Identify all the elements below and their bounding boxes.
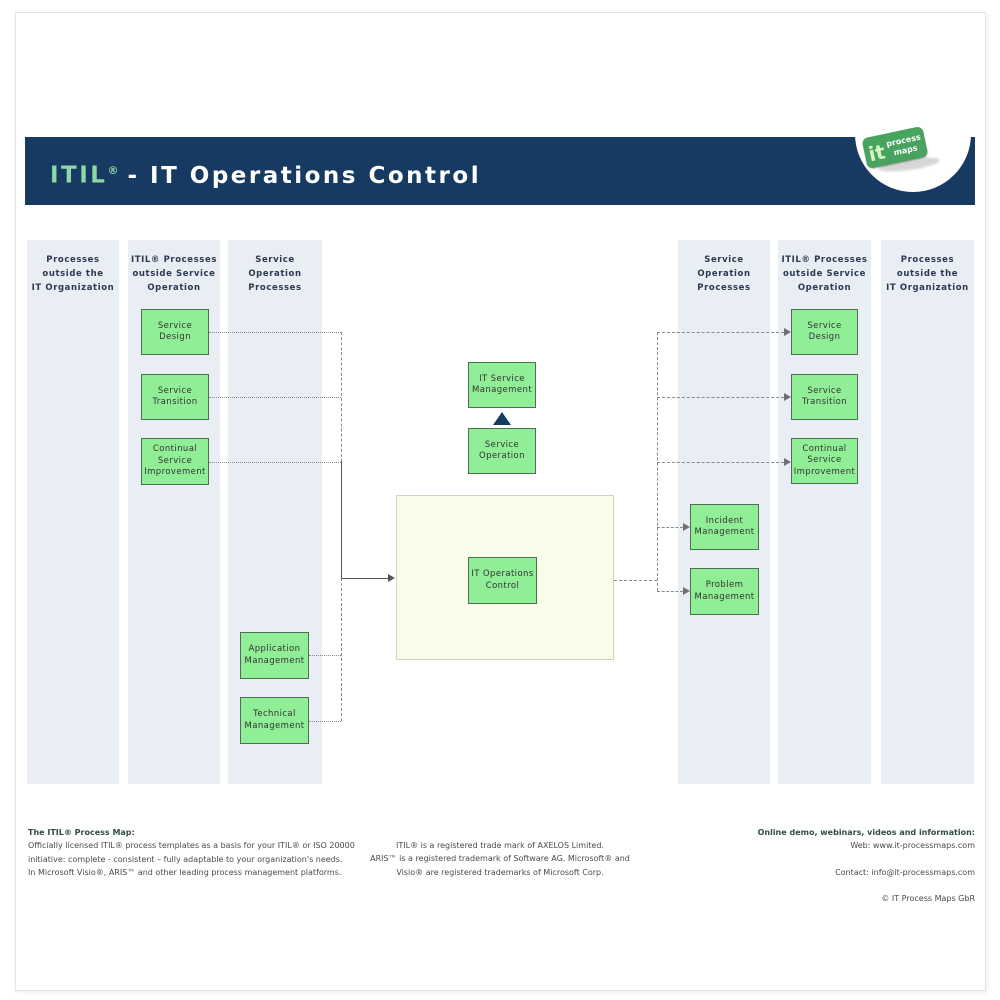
connector-csi-left: [209, 462, 341, 463]
lane-left-outside-it-org: Processes outside the IT Organization: [27, 240, 119, 784]
title-registered-mark: ®: [107, 164, 119, 177]
arrowhead-problem-mgmt: [683, 587, 690, 595]
node-it-operations-control[interactable]: IT Operations Control: [468, 557, 537, 604]
footer-right-contact: Contact: info@it-processmaps.com: [835, 867, 975, 877]
node-problem-management[interactable]: Problem Management: [690, 568, 759, 615]
connector-technical-mgmt: [309, 721, 341, 722]
lane-right-outside-it-org: Processes outside the IT Organization: [881, 240, 974, 784]
footer-center-body: ITIL® is a registered trade mark of AXEL…: [370, 841, 630, 877]
connector-problem-mgmt: [657, 591, 683, 592]
connector-service-transition-right: [657, 397, 784, 398]
logo-it-text: it: [866, 139, 888, 167]
node-incident-management[interactable]: Incident Management: [690, 504, 759, 550]
hierarchy-triangle-icon: [493, 412, 511, 425]
node-service-design-left[interactable]: Service Design: [141, 309, 209, 355]
footer-right-web: Web: www.it-processmaps.com: [850, 841, 975, 851]
connector-incident-mgmt: [657, 527, 683, 528]
node-csi-left[interactable]: Continual Service Improvement: [141, 438, 209, 485]
footer-right-copyright: © IT Process Maps GbR: [881, 894, 975, 904]
footer-left: The ITIL® Process Map: Officially licens…: [28, 813, 408, 892]
node-csi-right[interactable]: Continual Service Improvement: [791, 438, 858, 484]
node-technical-management[interactable]: Technical Management: [240, 697, 309, 744]
footer-right: Online demo, webinars, videos and inform…: [655, 813, 975, 919]
logo-process-maps-text: process maps: [885, 132, 922, 157]
arrowhead-service-transition-right: [784, 393, 791, 401]
lane-header: Service Operation Processes: [697, 255, 751, 294]
lane-header: Service Operation Processes: [248, 255, 302, 294]
page-title: ITIL® - IT Operations Control: [50, 137, 481, 205]
lane-header: ITIL® Processes outside Service Operatio…: [130, 255, 217, 294]
connector-service-transition-left: [209, 397, 341, 398]
node-it-service-management[interactable]: IT Service Management: [468, 362, 536, 408]
footer-right-heading: Online demo, webinars, videos and inform…: [757, 828, 975, 838]
connector-into-focus: [341, 578, 389, 579]
footer-left-heading: The ITIL® Process Map:: [28, 828, 135, 838]
lane-left-so-processes: Service Operation Processes: [228, 240, 322, 784]
connector-out-of-focus: [614, 580, 657, 581]
lane-header: Processes outside the IT Organization: [31, 255, 115, 294]
lane-header: ITIL® Processes outside Service Operatio…: [781, 255, 868, 294]
lane-header: Processes outside the IT Organization: [886, 255, 969, 294]
connector-service-design-left: [209, 332, 341, 333]
arrowhead-service-design-right: [784, 328, 791, 336]
arrowhead-into-focus: [388, 574, 395, 582]
arrowhead-incident-mgmt: [683, 523, 690, 531]
title-itil: ITIL: [50, 162, 108, 189]
connector-left-trunk-lower: [341, 578, 342, 721]
arrowhead-csi-right: [784, 458, 791, 466]
node-service-transition-right[interactable]: Service Transition: [791, 374, 858, 420]
connector-right-trunk: [657, 332, 658, 591]
node-application-management[interactable]: Application Management: [240, 632, 309, 679]
node-service-transition-left[interactable]: Service Transition: [141, 374, 209, 420]
connector-application-mgmt: [309, 655, 341, 656]
connector-left-trunk-solid: [341, 461, 342, 579]
footer-left-body: Officially licensed ITIL® process templa…: [28, 841, 355, 877]
node-service-design-right[interactable]: Service Design: [791, 309, 858, 355]
connector-left-trunk-upper: [341, 332, 342, 462]
title-rest: - IT Operations Control: [127, 162, 482, 189]
connector-service-design-right: [657, 332, 784, 333]
node-service-operation[interactable]: Service Operation: [468, 428, 536, 474]
footer-center: ITIL® is a registered trade mark of AXEL…: [320, 826, 680, 892]
header-bar: ITIL® - IT Operations Control: [25, 137, 975, 205]
connector-csi-right: [657, 462, 784, 463]
